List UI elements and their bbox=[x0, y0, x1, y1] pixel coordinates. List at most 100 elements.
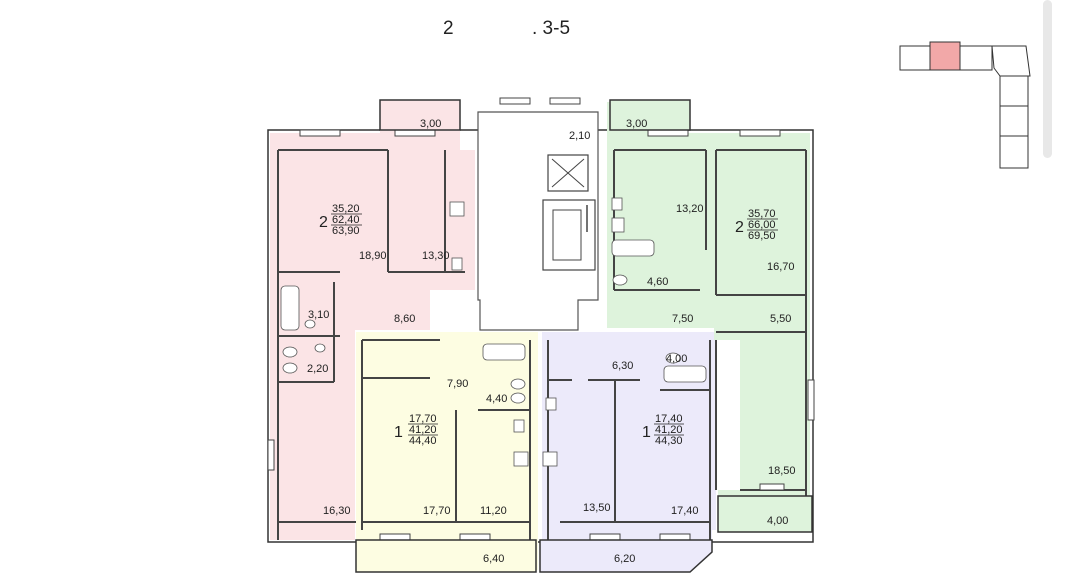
room-area: 17,40 bbox=[671, 505, 699, 517]
plan-shape bbox=[267, 439, 275, 471]
plan-shape bbox=[549, 97, 581, 105]
room-area: 13,30 bbox=[422, 250, 450, 262]
apartment-label-lavender: 1 17,40 41,20 44,30 bbox=[642, 413, 684, 447]
interior-walls bbox=[277, 149, 807, 540]
room-area: 4,40 bbox=[486, 393, 507, 405]
title-rooms: 2 bbox=[443, 18, 454, 39]
room-area: 18,50 bbox=[768, 465, 796, 477]
toilet-icon bbox=[665, 352, 681, 364]
scrollbar[interactable] bbox=[1043, 0, 1052, 158]
room-area: 13,20 bbox=[676, 203, 704, 215]
bathtub-icon bbox=[482, 343, 526, 361]
stove-icon bbox=[513, 451, 529, 467]
plan-shape bbox=[999, 135, 1029, 169]
plan-shape bbox=[717, 495, 813, 533]
plan-label: 17,70 bbox=[409, 413, 437, 425]
plan-shape bbox=[807, 379, 815, 421]
toilet-icon bbox=[282, 346, 298, 358]
plan-label: 35,70 bbox=[748, 208, 776, 220]
stove-icon bbox=[611, 217, 625, 233]
plan-shape bbox=[552, 209, 582, 261]
room-area: 6,40 bbox=[483, 553, 504, 565]
room-area: 3,00 bbox=[626, 118, 647, 130]
room-area: 2,20 bbox=[307, 363, 328, 375]
plan-label: 66,00 bbox=[748, 219, 776, 231]
room-area: 13,50 bbox=[583, 502, 611, 514]
room-area: 17,70 bbox=[423, 505, 451, 517]
plan-label: 2 bbox=[735, 219, 744, 236]
plan-shape bbox=[739, 129, 781, 137]
apartment-green[interactable] bbox=[607, 102, 810, 528]
windows bbox=[267, 97, 815, 541]
key-plan-thumbnail[interactable] bbox=[899, 41, 1031, 169]
room-area: 3,10 bbox=[308, 309, 329, 321]
plan-label: 35,20 bbox=[332, 203, 360, 215]
apartment-pink[interactable] bbox=[270, 102, 475, 540]
toilet-icon bbox=[612, 274, 628, 286]
plan-shape bbox=[759, 483, 785, 491]
plan-shape bbox=[379, 99, 461, 131]
balconies bbox=[355, 99, 813, 573]
bathtub-icon bbox=[663, 365, 707, 383]
plan-label: 44,40 bbox=[409, 435, 437, 447]
room-area: 16,30 bbox=[323, 505, 351, 517]
plan-shape bbox=[589, 533, 621, 541]
plan-label: 69,50 bbox=[748, 230, 776, 242]
plan-shape bbox=[899, 45, 931, 71]
plan-shape bbox=[394, 129, 436, 137]
plan-shape bbox=[647, 129, 689, 137]
apartment-yellow[interactable] bbox=[356, 332, 538, 570]
fixtures bbox=[280, 197, 707, 467]
plan-shape bbox=[355, 539, 537, 573]
bathtub-icon bbox=[611, 239, 655, 257]
plan-shape bbox=[609, 99, 691, 131]
plan-label: 63,90 bbox=[332, 225, 360, 237]
plan-shape bbox=[959, 45, 993, 71]
toilet-icon bbox=[510, 392, 526, 404]
room-area: 4,00 bbox=[666, 353, 687, 365]
sink-icon bbox=[545, 397, 557, 411]
plan-label: 1 bbox=[642, 424, 651, 441]
stove-icon bbox=[449, 201, 465, 217]
plan-shape bbox=[499, 97, 531, 105]
plan-label: 41,20 bbox=[409, 424, 437, 436]
bathtub-icon bbox=[280, 285, 300, 331]
plan-shape bbox=[270, 102, 475, 540]
room-area: 3,00 bbox=[420, 118, 441, 130]
toilet-icon bbox=[510, 378, 526, 390]
apartment-lavender[interactable] bbox=[542, 332, 716, 570]
stove-icon bbox=[542, 451, 558, 467]
key-plan-current-section bbox=[929, 41, 961, 71]
room-area: 16,70 bbox=[767, 261, 795, 273]
room-area: 4,00 bbox=[767, 515, 788, 527]
apartment-label-yellow: 1 17,70 41,20 44,40 bbox=[394, 413, 438, 447]
stairwell-core bbox=[477, 111, 599, 331]
plan-label: 44,30 bbox=[655, 435, 683, 447]
plan-label: 41,20 bbox=[655, 424, 683, 436]
room-area: 8,60 bbox=[394, 313, 415, 325]
plan-label: 17,40 bbox=[655, 413, 683, 425]
plan-shape bbox=[991, 45, 1031, 77]
plan-shape bbox=[299, 129, 341, 137]
sink-icon bbox=[451, 257, 463, 271]
plan-shape bbox=[379, 533, 411, 541]
plan-shape bbox=[542, 332, 716, 570]
sink-icon bbox=[611, 197, 623, 211]
plan-shape bbox=[356, 332, 538, 570]
apartment-label-green: 2 35,70 66,00 69,50 bbox=[735, 208, 778, 242]
room-area: 6,20 bbox=[614, 553, 635, 565]
toilet-icon bbox=[282, 362, 298, 374]
sink-icon bbox=[314, 343, 326, 353]
room-area: 5,50 bbox=[770, 313, 791, 325]
plan-title: 2 . 3-5 bbox=[0, 18, 1080, 44]
room-area: 7,50 bbox=[672, 313, 693, 325]
title-floors: . 3-5 bbox=[532, 18, 571, 39]
room-area-labels: 3,00 2,10 3,00 13,20 18,90 13,30 16,70 4… bbox=[307, 118, 796, 565]
plan-label: 1 bbox=[394, 424, 403, 441]
room-area: 2,10 bbox=[569, 130, 590, 142]
plan-label: 2 bbox=[319, 214, 328, 231]
sink-icon bbox=[304, 319, 316, 329]
room-area: 18,90 bbox=[359, 250, 387, 262]
room-area: 11,20 bbox=[480, 505, 507, 517]
